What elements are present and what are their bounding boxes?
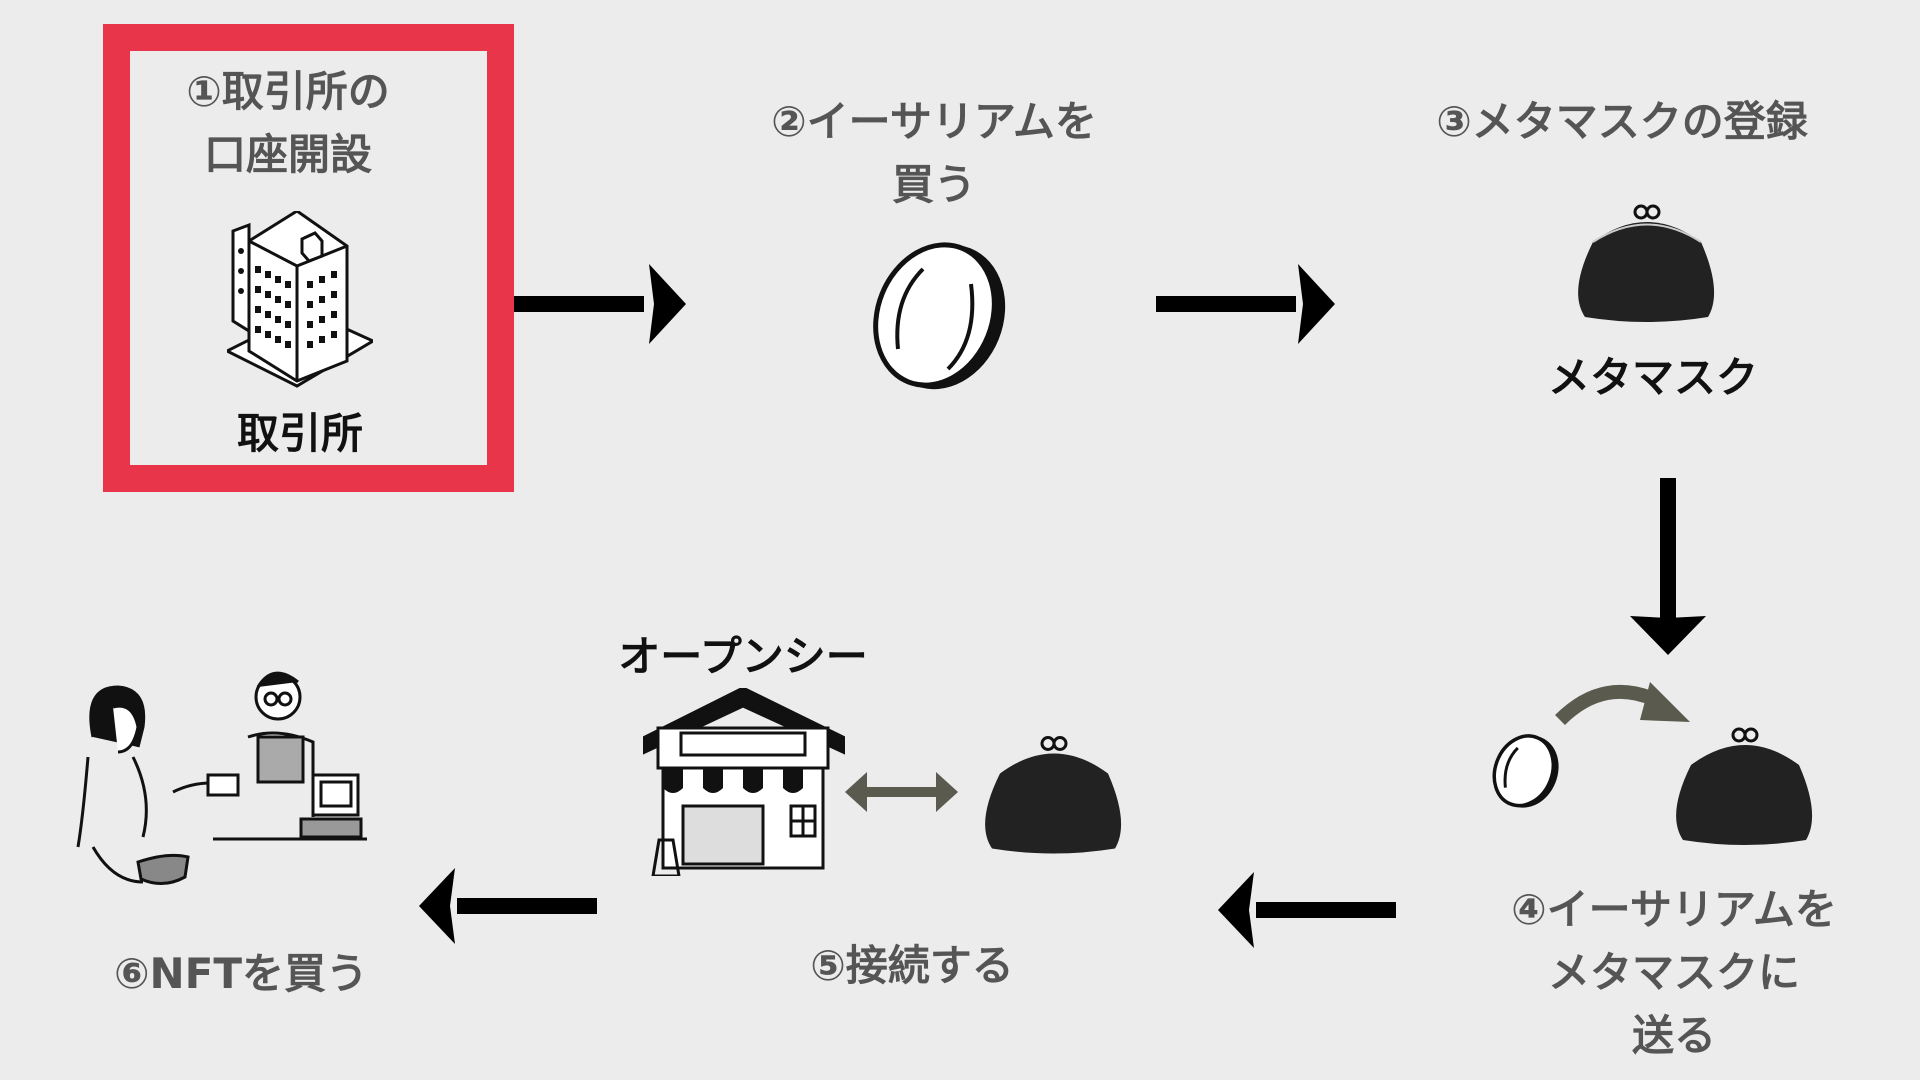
step-4-line-2: メタマスクに (1547, 948, 1800, 997)
arrow-right-icon (514, 264, 686, 344)
purchase-people-icon (76, 671, 367, 885)
step-2-title: ②イーサリアムを 買う (771, 90, 1097, 216)
wallet-icon (1676, 727, 1813, 845)
exchange-label: 取引所 (236, 409, 364, 458)
building-icon (227, 211, 373, 388)
opensea-label: オープンシー (618, 632, 868, 681)
coin-icon (873, 242, 1006, 390)
step-6-line-1: ⑥NFTを買う (113, 949, 369, 998)
step-1-line-2: 口座開設 (203, 130, 372, 179)
arrow-left-icon (1218, 872, 1396, 948)
curved-arrow-icon (1555, 682, 1690, 725)
coin-icon (1492, 734, 1559, 808)
step-5-line-1: ⑤接続する (810, 941, 1014, 990)
step-1-title: ①取引所の 口座開設 (186, 60, 390, 186)
arrow-down-icon (1630, 478, 1706, 655)
wallet-icon (1578, 204, 1715, 322)
step-2-line-1: ②イーサリアムを (771, 97, 1097, 146)
step-3-line-1: ③メタマスクの登録 (1436, 97, 1808, 146)
highlight-box-step-1 (103, 24, 514, 492)
shop-icon (643, 688, 845, 876)
arrow-left-icon (419, 868, 597, 944)
step-5-title: ⑤接続する (810, 934, 1014, 997)
arrow-right-icon (1156, 264, 1335, 344)
wallet-icon (985, 736, 1122, 854)
step-2-line-2: 買う (891, 160, 976, 209)
step-1-line-1: ①取引所の (186, 67, 390, 116)
step-4-title: ④イーサリアムを メタマスクに 送る (1511, 878, 1837, 1067)
step-4-line-3: 送る (1631, 1011, 1716, 1060)
double-arrow-icon (845, 772, 958, 812)
metamask-label: メタマスク (1547, 353, 1759, 402)
step-3-title: ③メタマスクの登録 (1436, 90, 1808, 153)
step-4-line-1: ④イーサリアムを (1511, 885, 1837, 934)
step-6-title: ⑥NFTを買う (114, 942, 368, 1005)
